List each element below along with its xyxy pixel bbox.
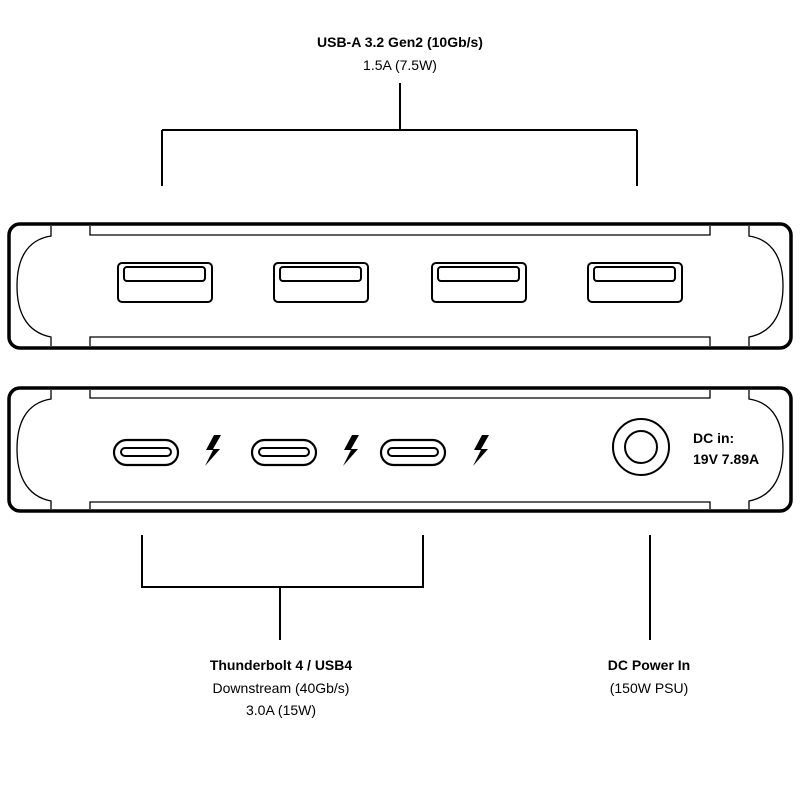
- usb-a-bracket: [161, 83, 638, 186]
- usb-a-port: [273, 262, 369, 303]
- usb-a-port: [587, 262, 683, 303]
- usb-a-title: USB-A 3.2 Gen2 (10Gb/s): [317, 34, 483, 50]
- dc-power-psu: (150W PSU): [610, 680, 689, 696]
- dc-power-title: DC Power In: [608, 657, 690, 673]
- thunderbolt-bracket: [141, 535, 424, 640]
- back-panel: DC in: 19V 7.89A: [7, 386, 793, 513]
- usb-c-port: [379, 438, 447, 467]
- usb-a-port: [431, 262, 527, 303]
- thunderbolt-icon: [473, 435, 489, 466]
- thunderbolt-power: 3.0A (15W): [246, 702, 316, 718]
- dc-in-rating: 19V 7.89A: [693, 451, 759, 467]
- usb-a-port: [117, 262, 213, 303]
- dc-in-label: DC in:: [693, 430, 734, 446]
- thunderbolt-title: Thunderbolt 4 / USB4: [210, 657, 353, 673]
- dc-jack: [612, 418, 670, 476]
- front-panel: [7, 222, 793, 350]
- thunderbolt-speed: Downstream (40Gb/s): [213, 680, 350, 696]
- usb-c-port: [112, 438, 180, 467]
- usb-c-port: [250, 438, 318, 467]
- thunderbolt-icon: [205, 435, 221, 466]
- thunderbolt-icon: [343, 435, 359, 466]
- usb-a-power: 1.5A (7.5W): [363, 57, 437, 73]
